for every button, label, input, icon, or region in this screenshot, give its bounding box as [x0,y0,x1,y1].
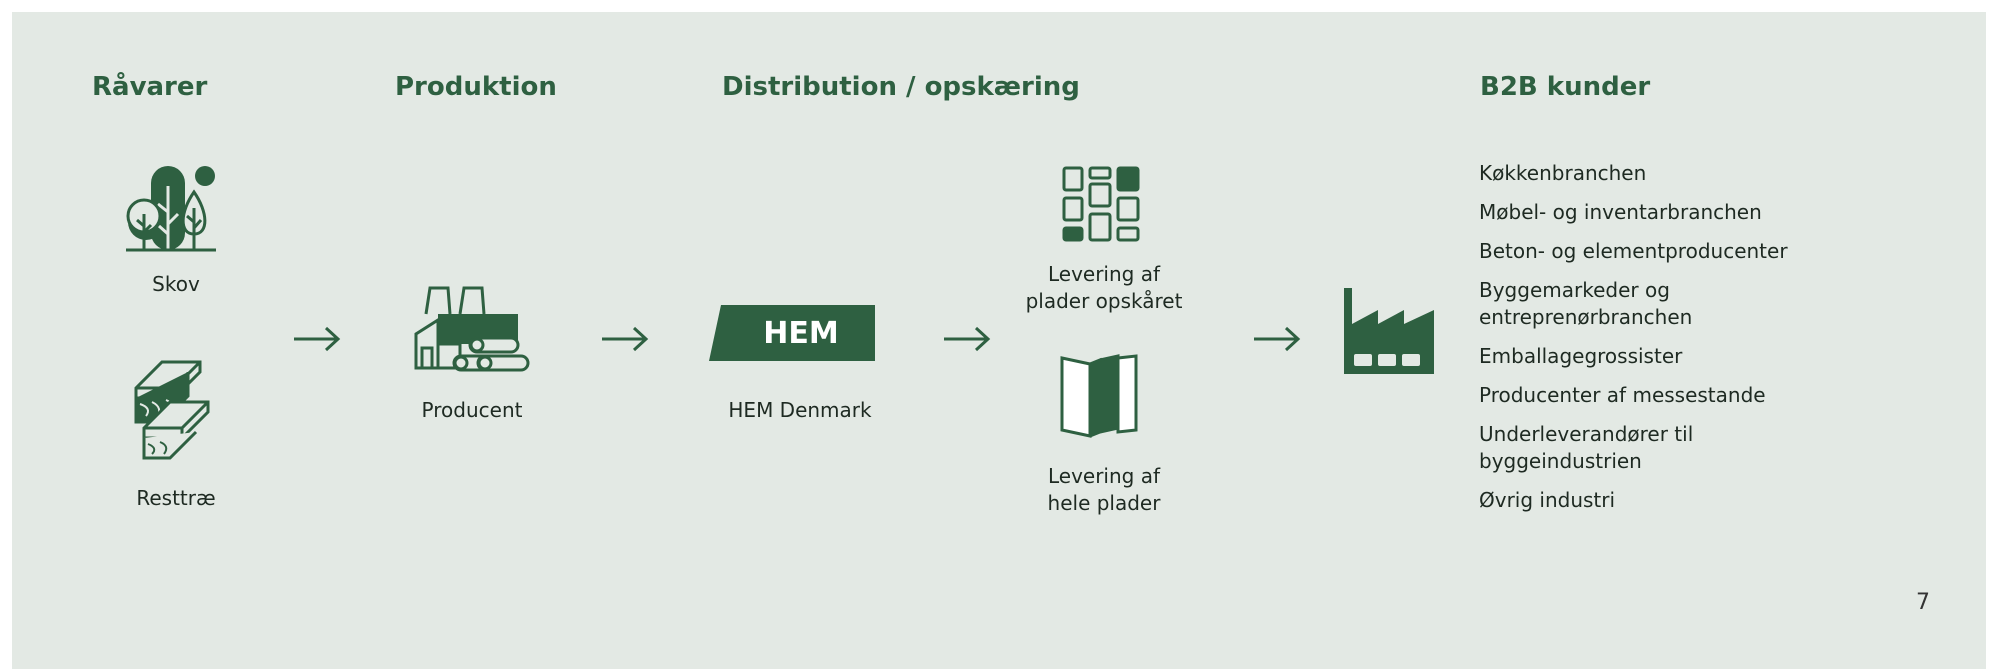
arrow-right-icon [1254,326,1301,352]
forest-label: Skov [152,272,200,296]
arrow-right-icon [944,326,991,352]
producer-label: Producent [421,398,523,422]
list-item: Køkkenbranchen [1479,161,1647,185]
arrow-right-icon [294,326,341,352]
hem-logo-text: HEM [763,316,838,351]
lumber-icon [134,360,210,460]
slide [12,12,1986,669]
hem-logo: HEM [709,305,875,361]
list-item: Emballagegrossister [1479,344,1683,368]
trees-icon [126,166,216,252]
full-delivery-line1: Levering af [1047,464,1161,488]
list-item: Byggemarkeder og entreprenørbranchen [1479,278,1693,329]
cut-delivery-line1: Levering af [1047,262,1161,286]
factory-icon [1344,288,1434,374]
factory-logs-icon [414,286,530,372]
heading-b2b-customers: B2B kunder [1480,72,1651,102]
heading-production: Produktion [395,72,557,102]
heading-distribution: Distribution / opskæring [722,72,1080,102]
list-item: Producenter af messestande [1479,383,1766,407]
list-item: Underleverandører til byggeindustrien [1479,422,1694,473]
cut-delivery-line2: plader opskåret [1025,289,1183,313]
b2b-customer-list: Køkkenbranchen Møbel- og inventarbranche… [1479,160,1809,526]
residual-wood-label: Resttræ [136,486,216,510]
arrow-right-icon [602,326,649,352]
heading-raw-materials: Råvarer [92,72,208,102]
list-item: Møbel- og inventarbranchen [1479,200,1762,224]
full-panels-icon [1060,354,1138,438]
page-number: 7 [1916,590,1930,615]
full-delivery-line2: hele plader [1047,491,1161,515]
cut-panels-icon [1062,166,1140,242]
hem-denmark-label: HEM Denmark [728,398,872,422]
list-item: Øvrig industri [1479,488,1616,512]
list-item: Beton- og elementproducenter [1479,239,1788,263]
